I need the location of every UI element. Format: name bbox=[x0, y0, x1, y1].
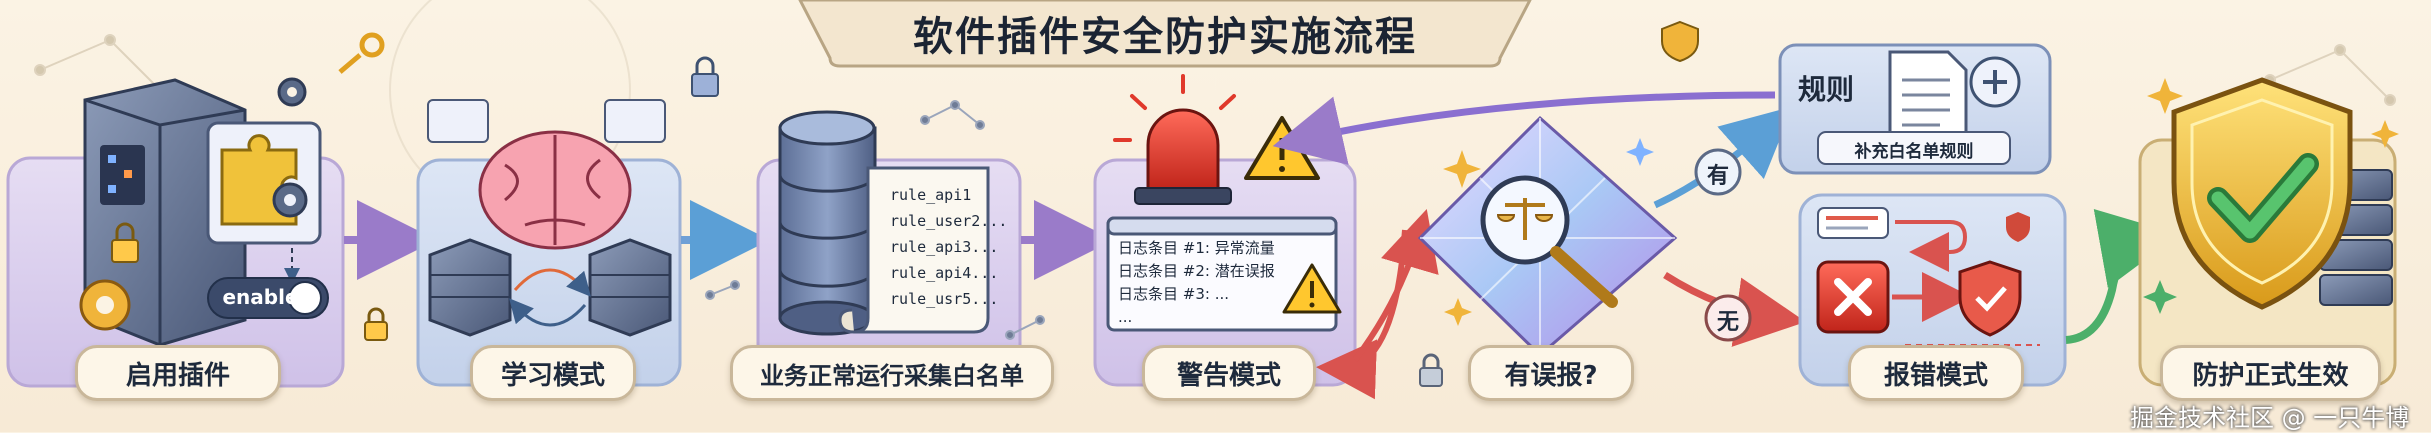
step-learning-mode bbox=[416, 56, 719, 387]
magnifier-icon bbox=[1550, 246, 1618, 308]
whitelist-rule: rule_api3... bbox=[890, 238, 999, 256]
log-entry: 日志条目 #3: ... bbox=[1118, 285, 1230, 303]
log-entry-list: 日志条目 #1: 异常流量 日志条目 #2: 潜在误报 日志条目 #3: ...… bbox=[1118, 237, 1275, 329]
whitelist-rule: rule_user2... bbox=[890, 212, 1008, 230]
warning-icon bbox=[1244, 116, 1320, 180]
feedback-arrow bbox=[1272, 91, 1776, 165]
page-title: 软件插件安全防护实施流程 bbox=[913, 14, 1417, 60]
whitelist-rule: rule_api4... bbox=[890, 264, 999, 282]
step-false-positive-check bbox=[1417, 20, 1699, 387]
scroll-icon bbox=[838, 166, 990, 334]
branch-yes-label: 有 bbox=[1706, 164, 1729, 189]
server-icon bbox=[83, 78, 247, 347]
step-label-enable-plugin: 启用插件 bbox=[75, 345, 281, 401]
lock-icon bbox=[691, 56, 719, 97]
log-entry: 日志条目 #2: 潜在误报 bbox=[1118, 262, 1275, 280]
alarm-light-icon bbox=[1113, 74, 1236, 205]
key-icon bbox=[338, 32, 385, 74]
step-label-warning-mode: 警告模式 bbox=[1142, 345, 1316, 401]
sparkle-icon bbox=[2143, 78, 2399, 314]
gear-icon bbox=[277, 77, 307, 107]
step-enable-plugin bbox=[6, 32, 388, 388]
rules-box bbox=[1778, 43, 2052, 175]
shield-icon bbox=[2171, 77, 2353, 310]
no-badge bbox=[1704, 294, 1752, 342]
enable-toggle[interactable] bbox=[207, 277, 329, 319]
whitelist-rule: rule_api1 bbox=[890, 186, 972, 204]
title-banner-shape bbox=[798, 0, 1532, 68]
shield-icon bbox=[2006, 212, 2030, 242]
log-entry: ... bbox=[1118, 308, 1133, 326]
step-warning-mode bbox=[1093, 74, 1357, 387]
flow-arrow bbox=[2065, 209, 2180, 344]
scales-icon bbox=[1480, 175, 1570, 265]
lock-icon bbox=[111, 222, 139, 263]
log-window bbox=[1106, 216, 1338, 332]
brain-icon bbox=[478, 130, 632, 250]
network-decoration bbox=[705, 100, 1045, 340]
step-label-learning-mode: 学习模式 bbox=[470, 345, 636, 401]
step-label-false-positive: 有误报? bbox=[1468, 345, 1634, 401]
step-label-protection-active: 防护正式生效 bbox=[2160, 345, 2381, 401]
step-label-error-mode: 报错模式 bbox=[1848, 345, 2024, 401]
gear-icon bbox=[272, 182, 308, 218]
database-icon bbox=[778, 110, 877, 336]
warning-icon bbox=[1282, 263, 1342, 314]
plus-icon bbox=[1969, 56, 2021, 108]
document-icon bbox=[1888, 50, 1968, 148]
whitelist-rule-list: rule_api1 rule_user2... rule_api3... rul… bbox=[890, 182, 1007, 312]
server-icon bbox=[428, 238, 512, 337]
lock-icon bbox=[1419, 353, 1443, 387]
rules-title: 规则 bbox=[1798, 73, 1855, 106]
sparkle-icon bbox=[1443, 138, 1654, 326]
checkmark-icon bbox=[2207, 153, 2319, 243]
shield-icon bbox=[1661, 20, 1699, 63]
error-x-icon bbox=[1816, 260, 1890, 334]
gear-icon bbox=[79, 279, 131, 331]
step-collect-whitelist bbox=[705, 100, 1045, 387]
branch-no-label: 无 bbox=[1716, 310, 1739, 335]
step-label-collect-whitelist: 业务正常运行采集白名单 bbox=[730, 345, 1054, 401]
whitelist-rule: rule_usr5... bbox=[890, 290, 999, 308]
shield-icon bbox=[1958, 260, 2022, 337]
log-entry: 日志条目 #1: 异常流量 bbox=[1118, 239, 1275, 257]
yes-badge bbox=[1694, 148, 1742, 196]
step-protection-active bbox=[2138, 77, 2399, 387]
server-icon bbox=[588, 238, 672, 337]
loop-arrow bbox=[1352, 208, 1439, 362]
watermark: 掘金技术社区 @ 一只牛博 bbox=[2130, 404, 2410, 432]
lock-icon bbox=[364, 307, 388, 341]
rules-caption: 补充白名单规则 bbox=[1854, 142, 1974, 162]
toggle-label: enable bbox=[222, 285, 299, 309]
